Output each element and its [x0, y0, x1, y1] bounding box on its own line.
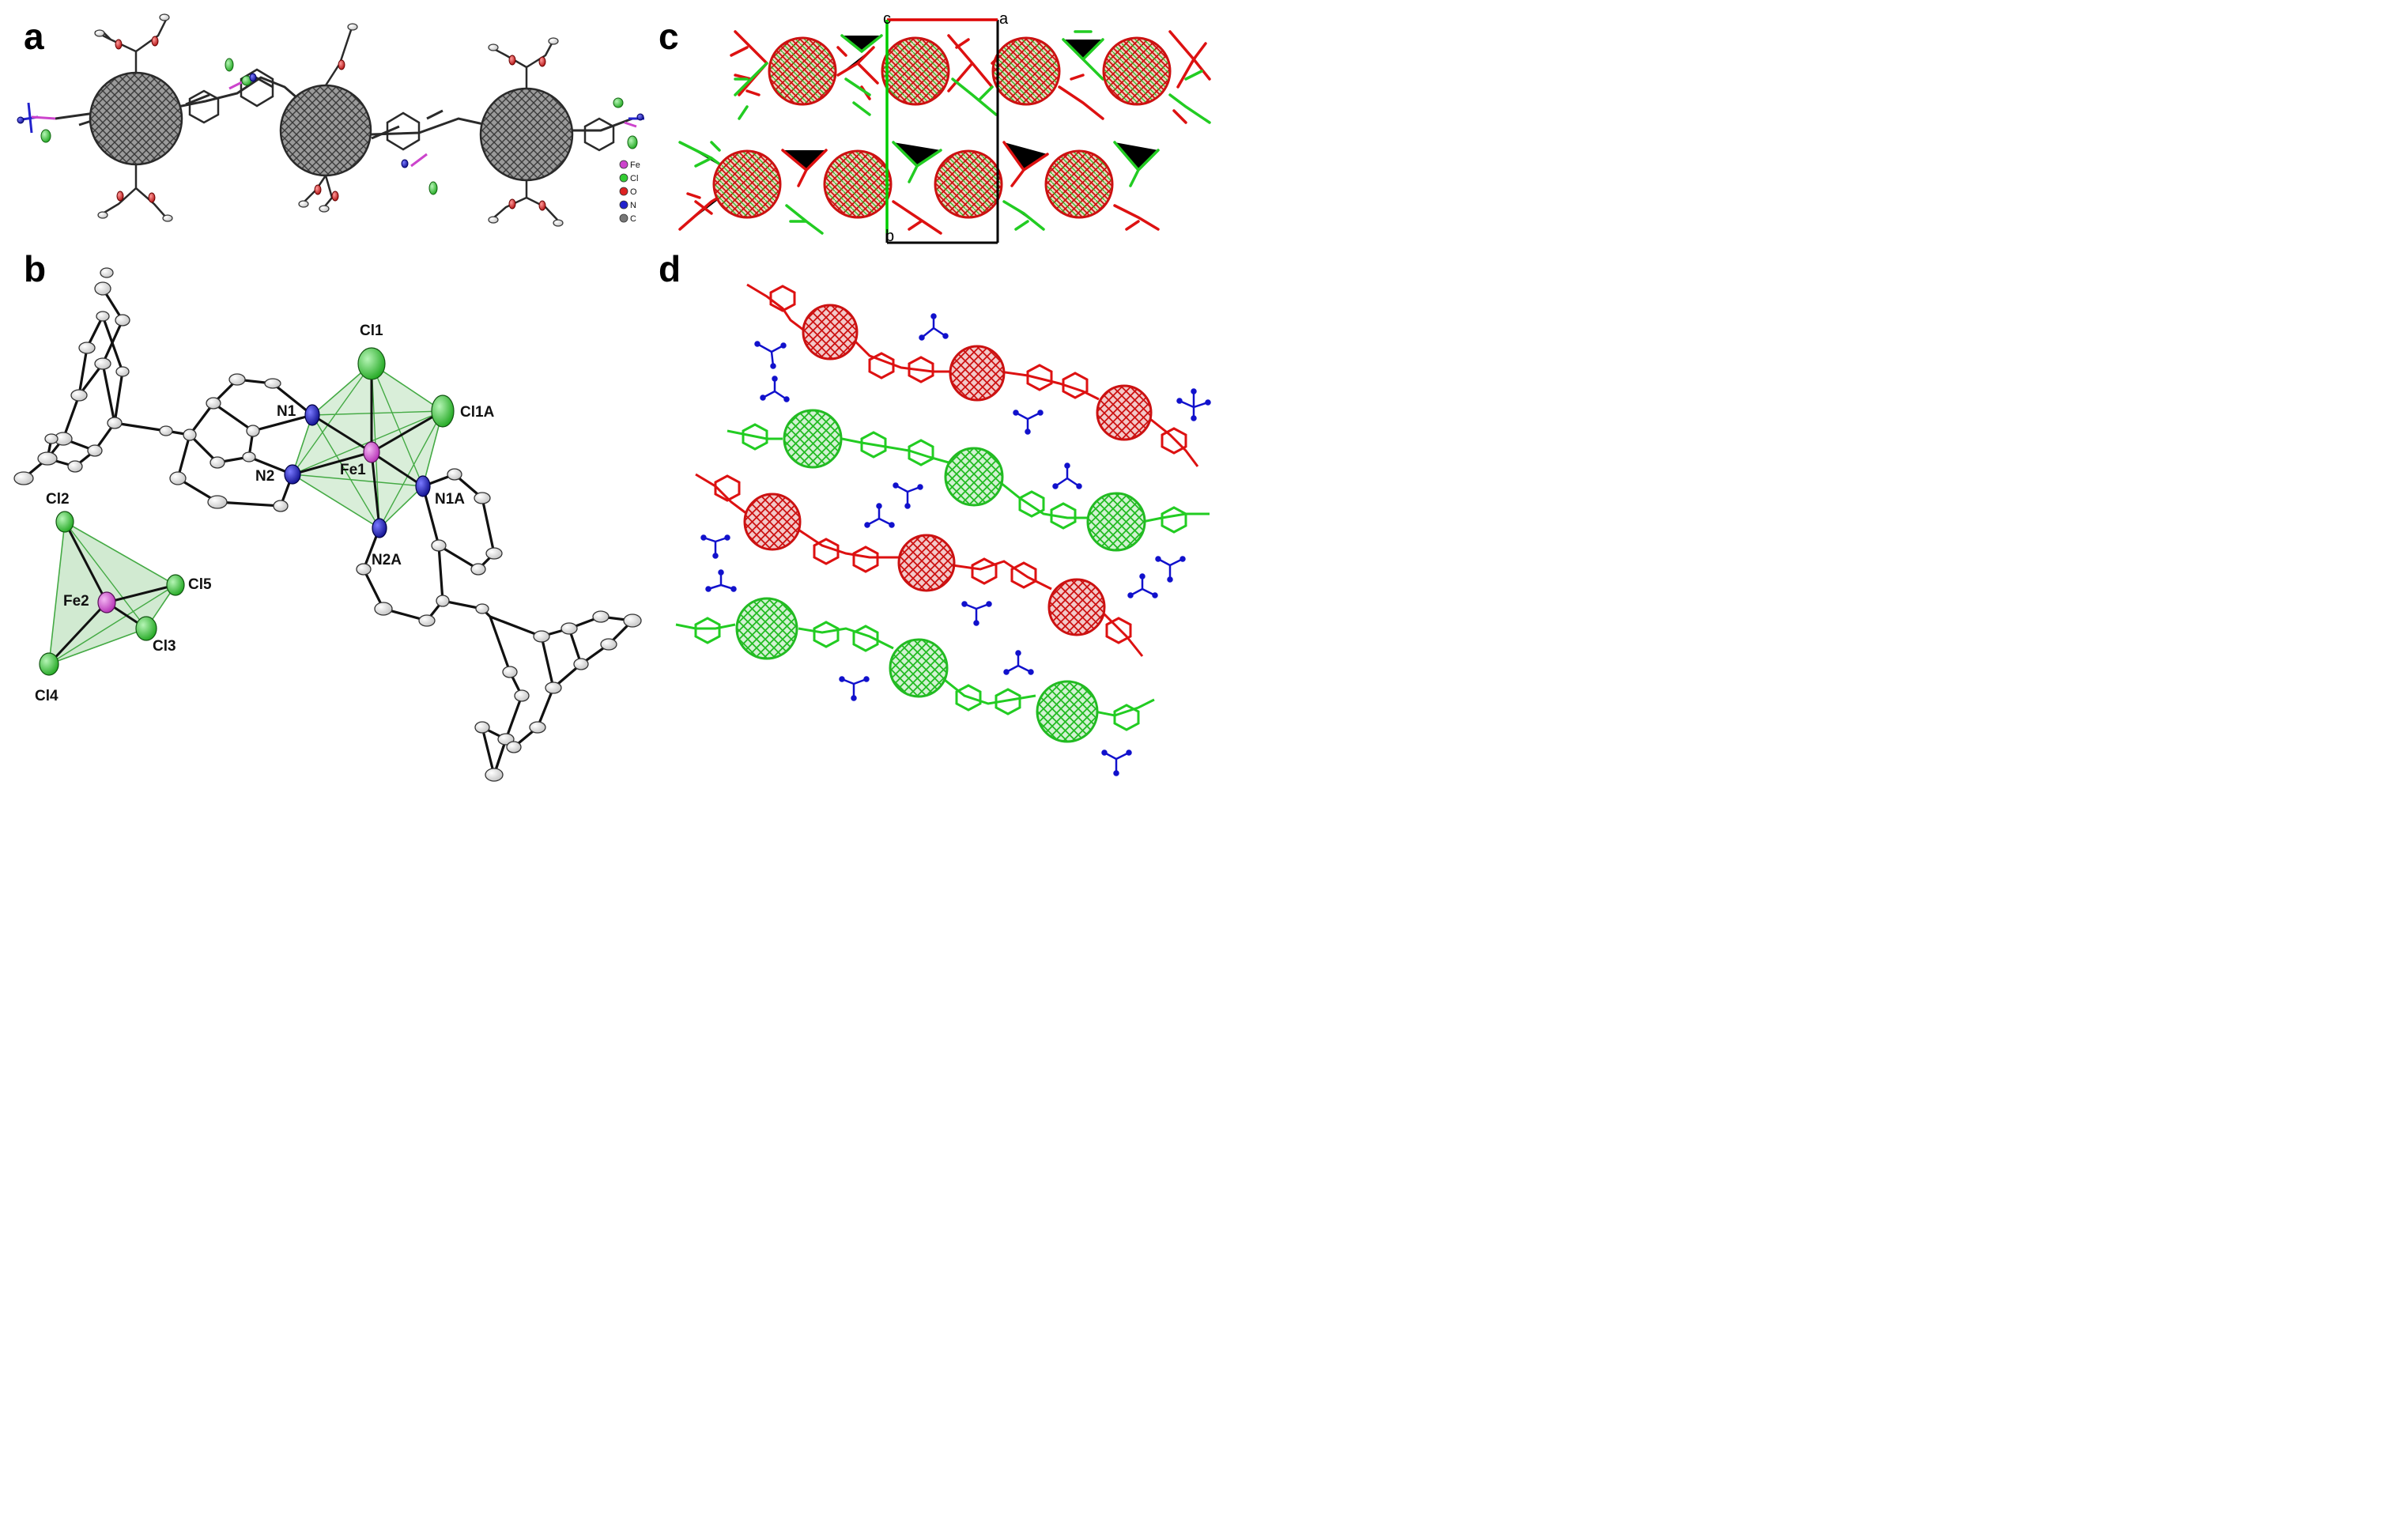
green-chain-1 [727, 423, 1210, 534]
red-chain-2 [695, 473, 1144, 657]
panel-b-ortep-structure: Cl1 Cl1A N1 N2 Fe1 N1A N2A Cl2 Cl5 Fe2 C… [13, 267, 642, 782]
label-fe2: Fe2 [63, 593, 89, 610]
panel-a-chain-structure [17, 13, 644, 227]
atom-n1 [304, 404, 320, 426]
atom-cl1a [431, 395, 455, 428]
legend-item-cl: Cl [619, 173, 638, 183]
fullerene-cage-2 [279, 84, 372, 177]
panel-label-a: a [24, 16, 44, 57]
unit-cell [885, 18, 999, 244]
atom-fe1 [363, 441, 380, 463]
figure: a b c d [13, 10, 1211, 782]
cage-c-bottom-4 [1044, 149, 1114, 219]
cage-d-green1-1 [783, 409, 843, 469]
label-n1a: N1A [435, 491, 465, 508]
cage-d-green1-3 [1086, 492, 1146, 552]
label-cl4: Cl4 [35, 688, 59, 704]
red-chain-1 [746, 283, 1199, 467]
cage-c-bottom-2 [823, 149, 893, 219]
atom-cl1 [357, 347, 386, 380]
atom-n2 [284, 464, 301, 485]
panel-label-b: b [24, 248, 46, 289]
cage-d-green2-2 [889, 638, 949, 698]
cage-c-bottom-3 [934, 149, 1003, 219]
fullerene-cage-1 [89, 71, 183, 166]
label-cl1a: Cl1A [460, 404, 495, 421]
cage-d-red2-1 [743, 493, 802, 551]
cage-d-red2-3 [1047, 578, 1106, 636]
cage-d-red1-1 [802, 304, 859, 361]
label-n2: N2 [255, 468, 274, 485]
label-fe1: Fe1 [340, 462, 366, 478]
fullerene-cage-3 [479, 87, 574, 182]
label-cl1: Cl1 [360, 323, 383, 339]
label-n2a: N2A [372, 552, 402, 568]
axis-label-c: c [883, 10, 891, 28]
fecl4-anions [700, 313, 1211, 776]
panel-label-d: d [659, 248, 681, 289]
panel-c-packing-projection: c a b [678, 10, 1211, 245]
legend-item-o: O [619, 187, 637, 197]
cage-d-red1-3 [1096, 384, 1153, 441]
element-legend: Fe Cl O N C [619, 160, 640, 224]
cage-c-top-3 [991, 36, 1061, 106]
atom-cl5 [166, 574, 185, 596]
cage-d-red2-2 [897, 534, 956, 592]
legend-label-cl: Cl [630, 174, 638, 183]
legend-label-o: O [630, 187, 637, 197]
label-n1: N1 [277, 403, 296, 420]
cage-d-green2-1 [735, 597, 798, 660]
cage-d-red1-2 [949, 345, 1006, 402]
legend-item-n: N [619, 200, 636, 210]
cage-c-top-2 [881, 36, 950, 106]
cage-d-green2-3 [1036, 680, 1099, 743]
atom-fe2 [97, 591, 116, 613]
legend-label-c: C [630, 214, 636, 224]
legend-label-n: N [630, 201, 636, 210]
atom-cl2 [55, 511, 74, 533]
cage-c-top-1 [768, 36, 837, 106]
cage-c-top-4 [1102, 36, 1172, 106]
label-cl3: Cl3 [153, 638, 176, 655]
axis-label-a: a [999, 10, 1009, 28]
atom-n1a [415, 475, 431, 497]
green-chain-2 [675, 617, 1155, 731]
cage-d-green1-2 [944, 447, 1004, 507]
axis-label-b: b [885, 228, 894, 245]
atom-cl4 [39, 652, 59, 676]
atom-cl3 [135, 616, 157, 641]
panel-label-c: c [659, 16, 679, 57]
legend-label-fe: Fe [630, 160, 640, 170]
atom-n2a [372, 518, 387, 538]
label-cl2: Cl2 [46, 491, 70, 508]
legend-item-fe: Fe [619, 160, 640, 170]
cage-c-bottom-1 [712, 149, 782, 219]
panel-d-chain-packing [675, 283, 1211, 776]
legend-item-c: C [619, 213, 636, 224]
label-cl5: Cl5 [188, 576, 212, 593]
